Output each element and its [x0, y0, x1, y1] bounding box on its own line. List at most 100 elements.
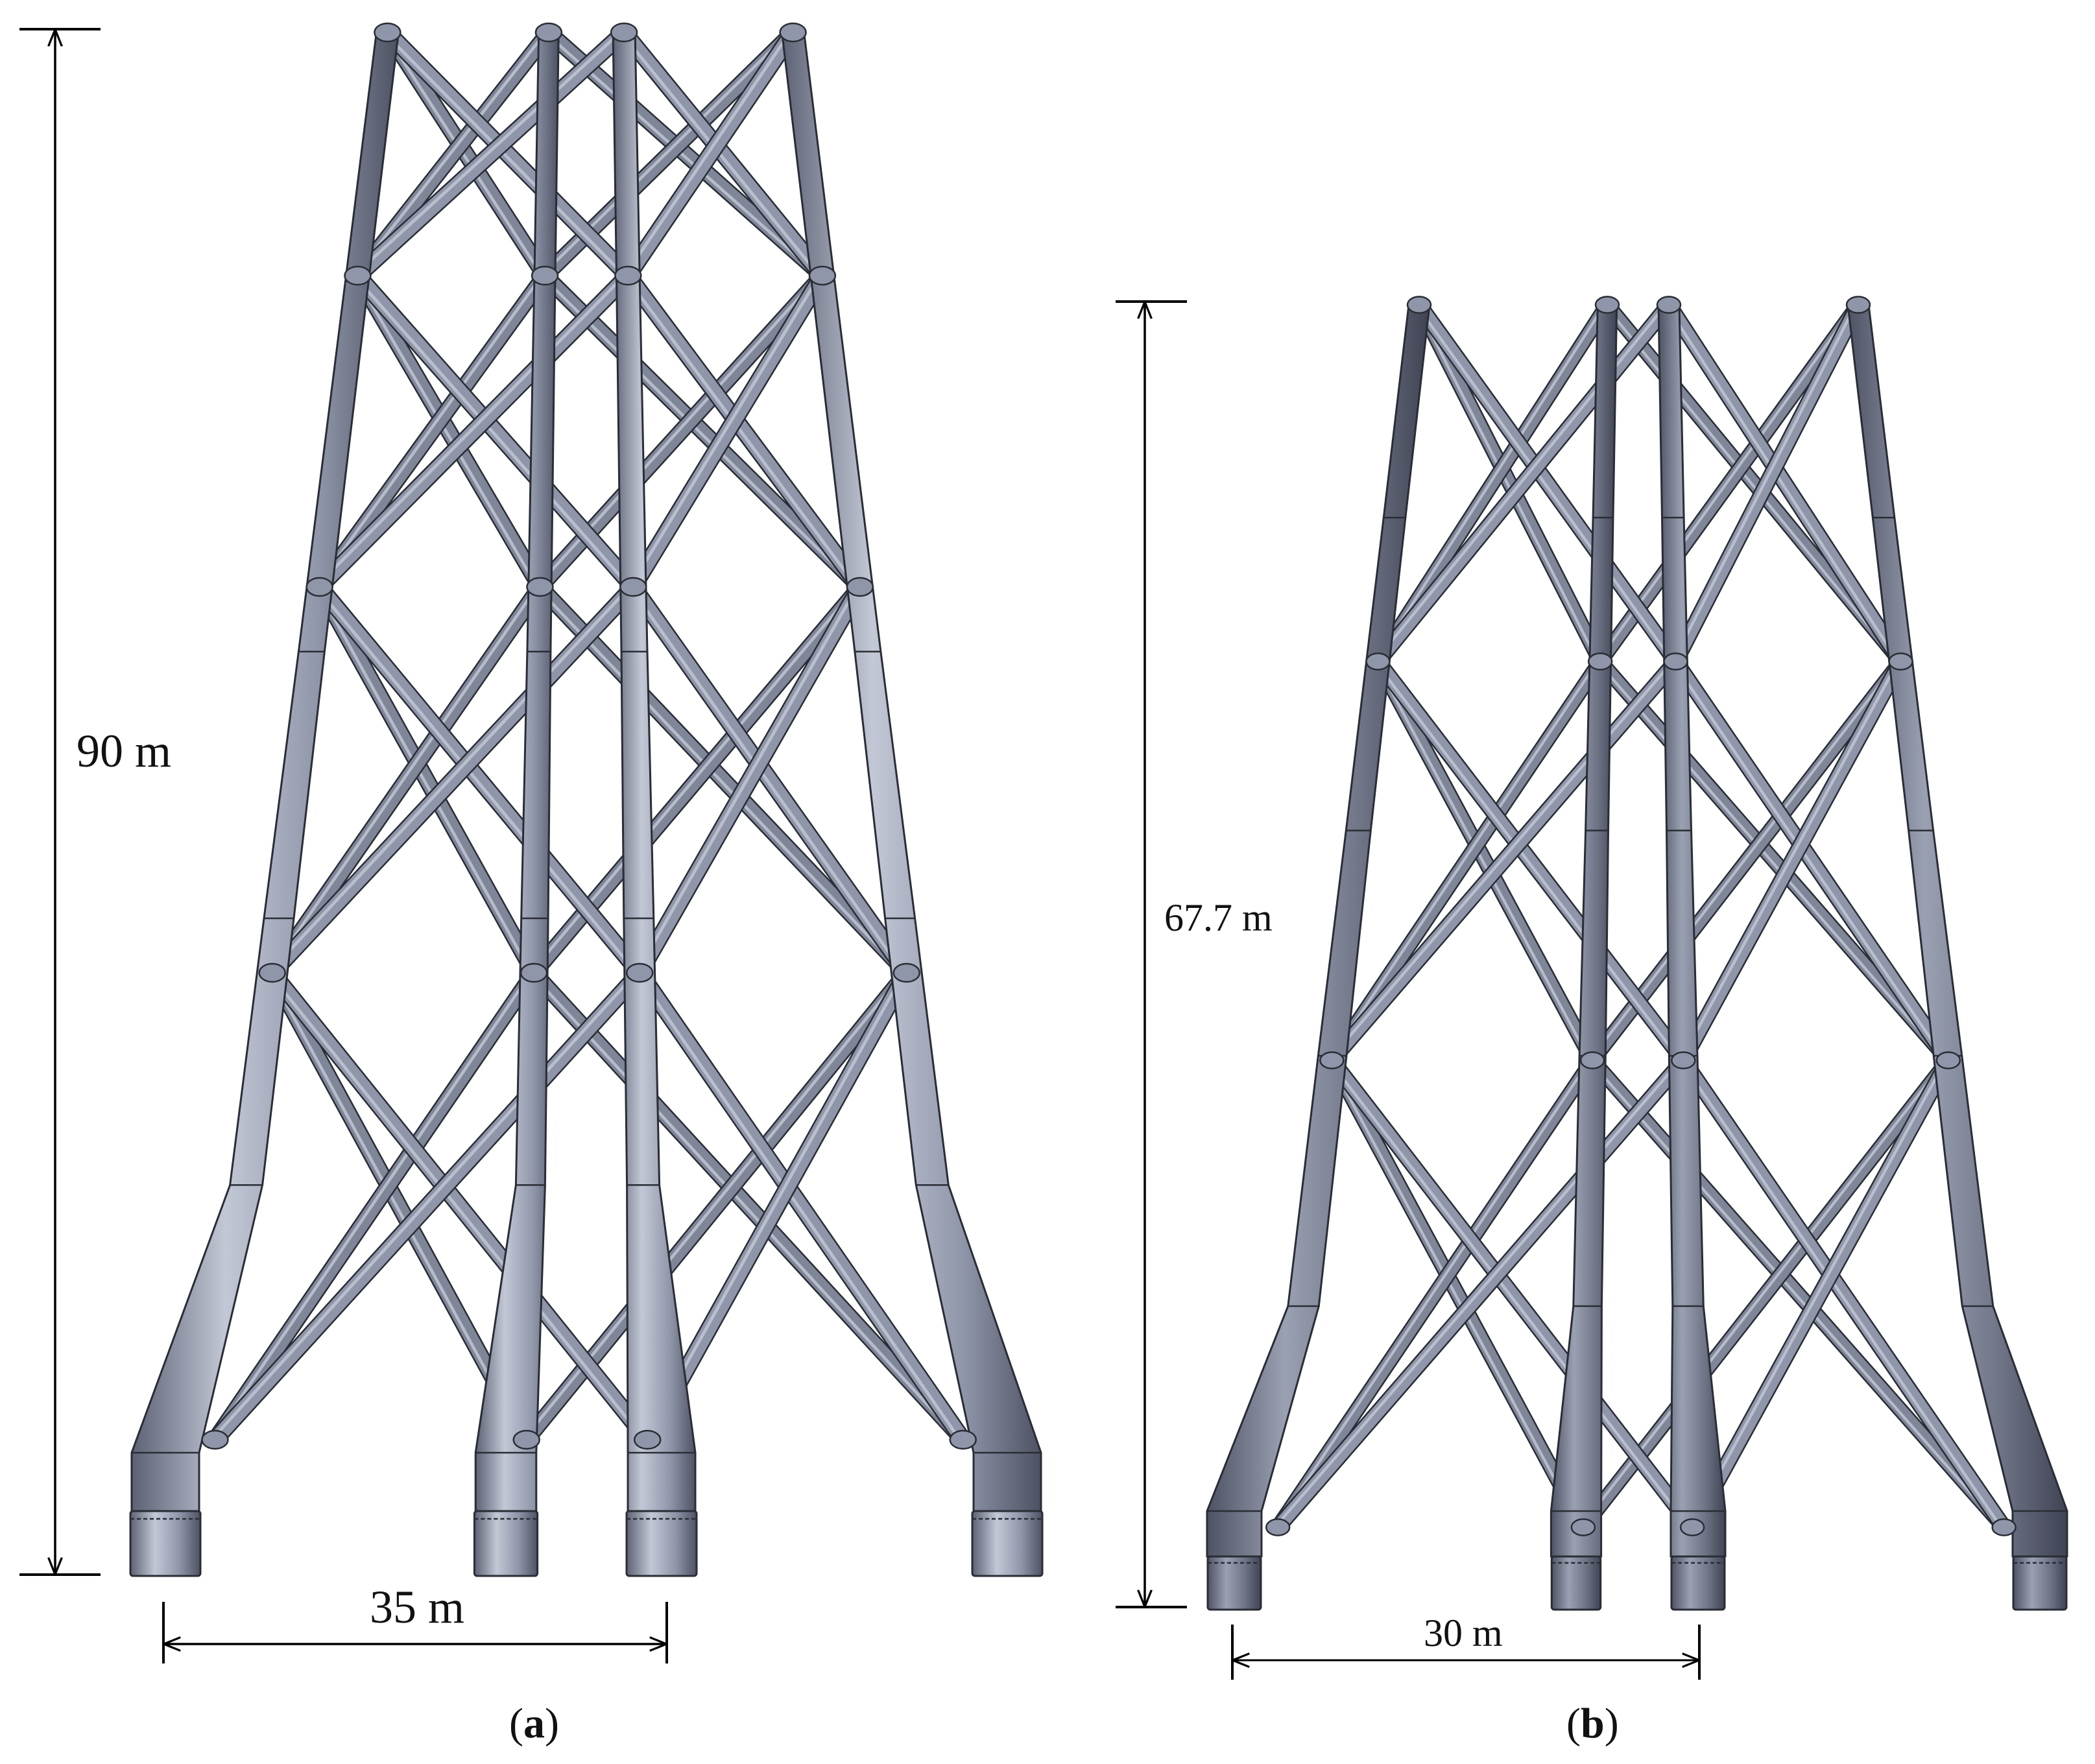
a-brace-0-2b — [267, 583, 546, 977]
b-brace-3-1a-highlight — [1672, 662, 1948, 1063]
b-brace-3-1a — [1670, 658, 1954, 1064]
b-node-3-2 — [1671, 1051, 1696, 1069]
b-node-0-3 — [1265, 1518, 1291, 1536]
a-node-2-2 — [526, 577, 554, 597]
panel-label-a: (a) — [509, 1700, 559, 1747]
a-brace-1-2a — [534, 582, 912, 978]
b-brace-1-2a-highlight — [1589, 1060, 2004, 1530]
a-node-0-1 — [344, 265, 372, 286]
a-brace-3-2a-highlight — [630, 587, 906, 975]
a-brace-0-3a — [266, 970, 533, 1443]
a-node-2-3 — [520, 962, 548, 983]
b-brace-0-2b — [1273, 1056, 1598, 1531]
a-back-leg-0 — [474, 28, 560, 1512]
jacket-structure-b — [1206, 296, 2068, 1611]
b-front-leg-1 — [1847, 304, 2068, 1558]
b-back-leg-0-pile — [1550, 1555, 1602, 1611]
b-brace-2-1b — [1326, 657, 1681, 1065]
b-brace-3-2b — [1686, 1057, 1954, 1531]
a-brace-0-1b — [314, 271, 551, 591]
a-node-0-0 — [374, 22, 401, 43]
a-node-3-1 — [614, 265, 642, 286]
b-node-2-1 — [1587, 652, 1613, 671]
b-brace-1-2a — [1587, 1056, 2009, 1532]
a-brace-2-0a-highlight — [384, 33, 628, 279]
a-brace-0-0a-highlight — [384, 32, 544, 278]
a-front-leg-2-pile — [625, 1510, 698, 1577]
a-brace-1-1a — [540, 270, 865, 592]
a-node-1-1 — [808, 265, 837, 286]
b-brace-2-1a — [1372, 657, 1689, 1065]
a-brace-0-0a — [381, 29, 551, 280]
b-brace-2-2a-highlight — [1328, 1060, 1692, 1530]
b-brace-3-0a-highlight — [1666, 305, 1900, 664]
a-brace-2-3a-highlight — [269, 973, 647, 1442]
a-brace-3-1a-highlight — [625, 276, 859, 590]
a-brace-2-3b-highlight — [211, 970, 640, 1439]
b-node-1-3 — [1991, 1518, 2017, 1536]
a-node-1-3 — [892, 962, 920, 983]
b-brace-2-0a-highlight — [1416, 305, 1675, 664]
a-brace-0-2a-highlight — [316, 587, 533, 975]
b-brace-1-0a-highlight — [1604, 305, 1900, 664]
a-brace-2-2b-highlight — [269, 584, 633, 972]
a-brace-1-3a-highlight — [531, 973, 963, 1443]
b-brace-1-1a — [1596, 657, 1953, 1065]
a-brace-2-3b — [210, 968, 645, 1445]
a-brace-2-1a — [352, 270, 639, 592]
jacket-structure-a — [129, 22, 1044, 1577]
a-node-1-4 — [949, 1429, 977, 1450]
a-brace-1-3a — [529, 968, 968, 1445]
a-brace-2-1b-highlight — [317, 272, 628, 586]
a-brace-0-1b-highlight — [316, 273, 544, 587]
b-node-1-1 — [1888, 652, 1913, 671]
a-brace-2-1b — [314, 270, 634, 592]
b-brace-1-0b — [1595, 301, 1863, 665]
a-brace-3-1a — [622, 271, 866, 591]
a-node-1-2 — [846, 577, 874, 597]
b-brace-2-0b — [1372, 300, 1674, 666]
a-brace-1-0a-highlight — [545, 33, 822, 279]
a-brace-3-3a — [634, 968, 969, 1444]
b-node-2-0 — [1594, 296, 1620, 314]
a-brace-3-2b-highlight — [636, 584, 859, 973]
a-front-leg-1-pile — [971, 1510, 1044, 1577]
a-node-3-2 — [619, 577, 647, 597]
b-brace-3-0a — [1663, 301, 1906, 665]
b-brace-0-1a-highlight — [1374, 662, 1592, 1062]
a-node-3-3 — [625, 962, 654, 983]
b-node-3-3 — [1679, 1518, 1705, 1536]
b-brace-2-2b-highlight — [1275, 1058, 1683, 1527]
a-brace-0-2a — [313, 583, 540, 977]
a-brace-2-2a-highlight — [316, 587, 640, 976]
b-brace-1-1b — [1587, 658, 1906, 1064]
b-brace-1-2b-highlight — [1580, 1058, 1948, 1527]
b-node-0-0 — [1406, 296, 1432, 314]
b-front-leg-2-pile — [1670, 1555, 1726, 1611]
a-brace-0-2b-highlight — [269, 584, 540, 973]
b-brace-2-2a — [1326, 1056, 1698, 1532]
a-brace-3-1b — [627, 272, 829, 591]
b-brace-2-1b-highlight — [1328, 659, 1675, 1060]
b-front-leg-0 — [1206, 304, 1431, 1558]
a-brace-3-0a-highlight — [621, 32, 822, 279]
a-brace-0-3b-highlight — [211, 970, 533, 1440]
b-node-2-3 — [1570, 1518, 1596, 1536]
a-brace-0-1a-highlight — [354, 276, 540, 590]
b-node-3-1 — [1663, 652, 1688, 671]
a-brace-2-3a — [267, 968, 653, 1444]
b-brace-0-0b-highlight — [1374, 303, 1607, 662]
b-brace-3-0b — [1670, 302, 1864, 665]
a-brace-3-0b — [622, 28, 799, 280]
a-brace-1-2a-highlight — [537, 588, 906, 976]
a-node-1-0 — [779, 22, 807, 43]
a-brace-2-0b-highlight — [355, 29, 624, 275]
a-brace-2-1a-highlight — [354, 276, 633, 590]
b-brace-0-2b-highlight — [1275, 1058, 1592, 1527]
b-brace-2-0b-highlight — [1374, 302, 1668, 662]
a-front-leg-0-pile — [129, 1510, 202, 1577]
width-label-a: 35 m — [370, 1581, 465, 1633]
b-front-leg-2 — [1657, 304, 1727, 1558]
